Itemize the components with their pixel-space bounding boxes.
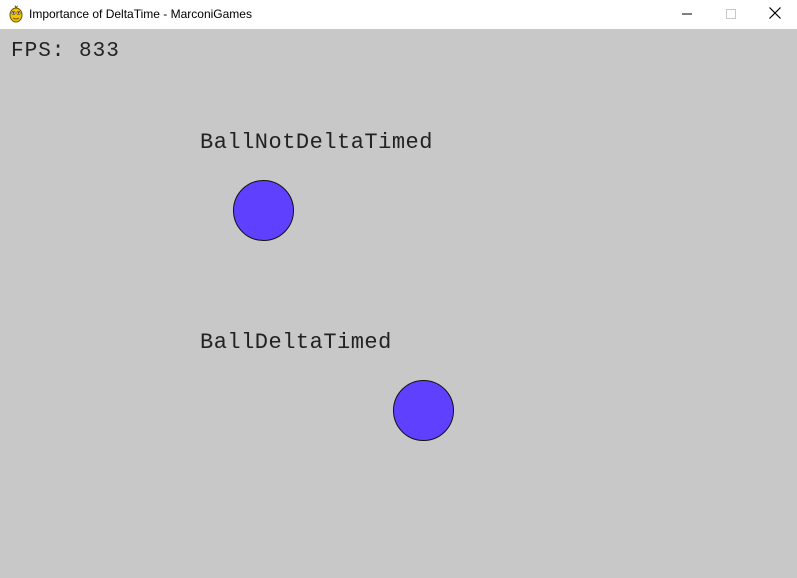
close-button[interactable] — [752, 0, 797, 29]
title-bar[interactable]: Importance of DeltaTime - MarconiGames — [0, 0, 797, 29]
ball-delta-timed-label: BallDeltaTimed — [200, 330, 392, 355]
window-title: Importance of DeltaTime - MarconiGames — [29, 7, 252, 21]
game-canvas[interactable]: FPS: 833 BallNotDeltaTimed BallDeltaTime… — [0, 29, 797, 578]
maximize-button[interactable] — [708, 0, 754, 29]
pygame-snake-icon — [8, 5, 24, 23]
fps-counter: FPS: 833 — [11, 40, 120, 63]
ball-delta-timed — [393, 380, 454, 441]
close-icon — [769, 6, 781, 24]
ball-not-delta-timed — [233, 180, 294, 241]
minimize-icon — [682, 6, 692, 24]
ball-not-delta-timed-label: BallNotDeltaTimed — [200, 130, 433, 155]
maximize-icon — [726, 6, 736, 24]
minimize-button[interactable] — [664, 0, 710, 29]
